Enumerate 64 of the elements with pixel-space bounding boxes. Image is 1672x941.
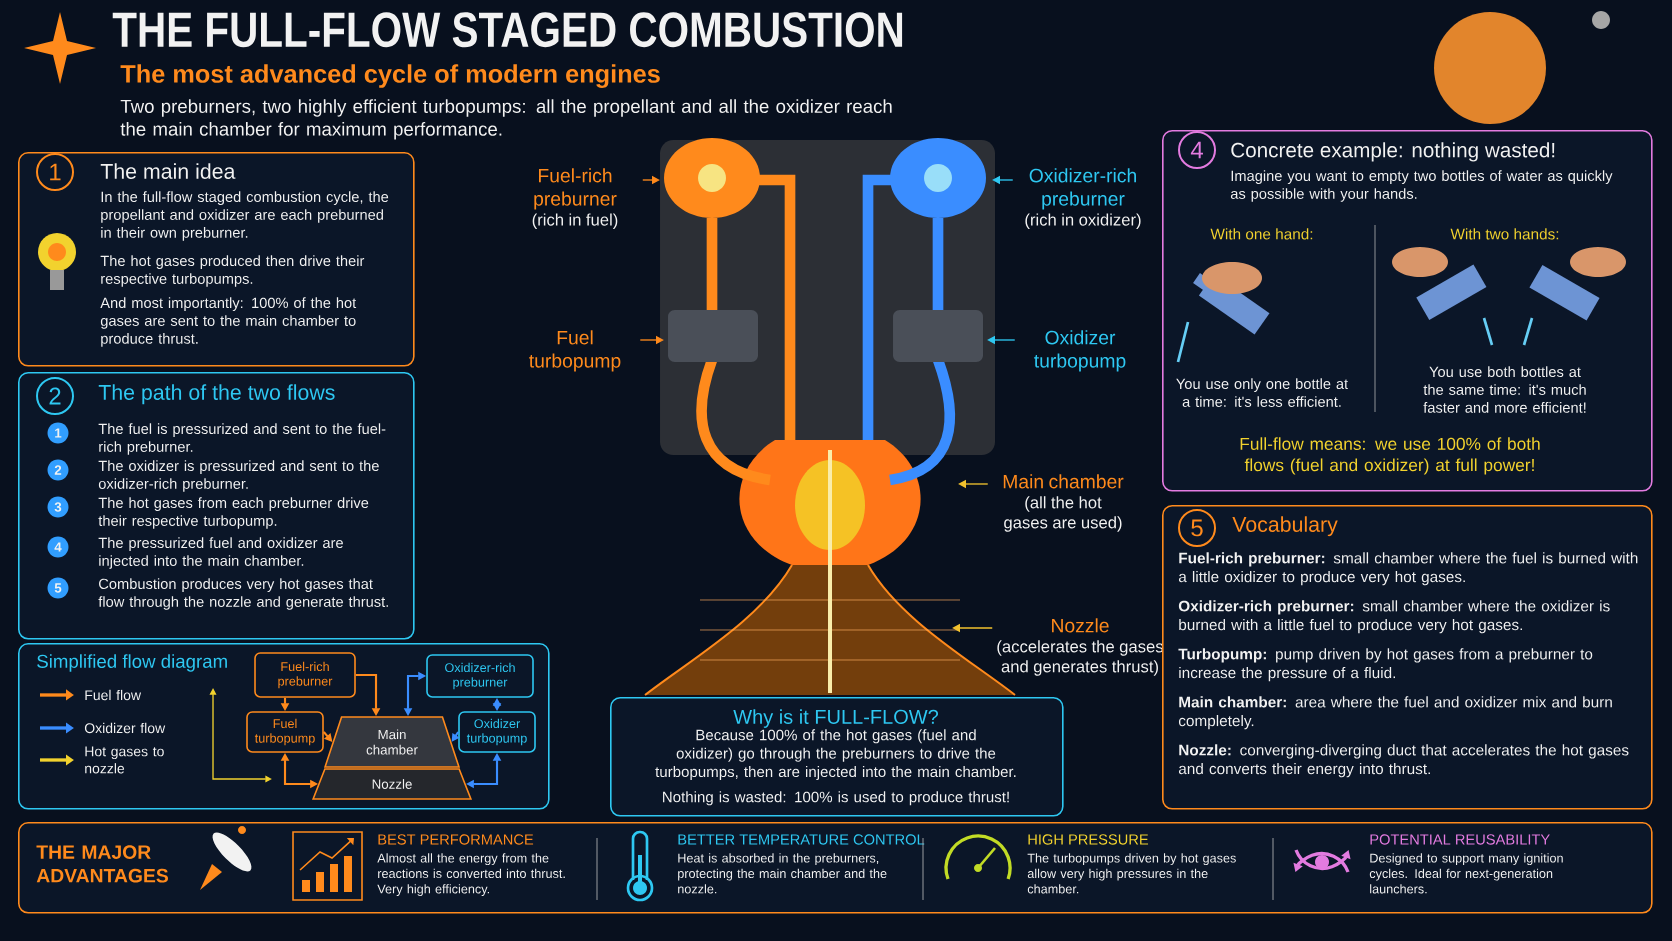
caption-text: You use both bottles at the same time: it's much faster and more efficient! xyxy=(1423,366,1586,413)
info-panel xyxy=(610,697,1064,817)
advantage-heading: BETTER TEMPERATURE CONTROL xyxy=(678,834,925,845)
body-text: Imagine you want to empty two bottles of water as quickly as possible with your hands. xyxy=(1230,170,1613,202)
step-text: The oxidizer is pressurized and sent to the oxidizer-rich preburner. xyxy=(98,460,379,492)
panel-heading: The path of the two flows xyxy=(98,384,335,405)
panel-heading: Concrete example: nothing wasted! xyxy=(1231,142,1555,162)
info-panel xyxy=(18,372,415,640)
advantage-text: Designed to support many ignition cycles. Ideal for next-generation launchers. xyxy=(1369,853,1563,894)
step-number: 2 xyxy=(47,459,69,481)
panel-heading: Why is it FULL-FLOW? xyxy=(733,709,939,728)
advantage-text: The turbopumps driven by hot gases allow very high pressures in the chamber. xyxy=(1027,853,1236,894)
info-panel xyxy=(1162,130,1653,492)
callout-label: Fuel-rich preburner (rich in fuel) xyxy=(532,168,618,229)
panel-heading: Simplified flow diagram xyxy=(37,654,227,672)
definition-text: Fuel-rich preburner: small chamber where the fuel is burned with a little oxidizer to produce very hot gases. xyxy=(1178,552,1638,586)
advantage-heading: BEST PERFORMANCE xyxy=(378,834,534,845)
body-text: In the full-flow staged combustion cycle, the propellant and oxidizer are each preburned in their own preburner. xyxy=(101,191,389,241)
advantages-bar xyxy=(18,822,1653,914)
step-text: Combustion produces very hot gases that flow through the nozzle and generate thrust. xyxy=(98,578,388,610)
panel-heading: The main idea xyxy=(100,163,236,179)
step-number: 5 xyxy=(47,577,69,599)
definition-text: Main chamber: area where the fuel and oxidizer mix and burn completely. xyxy=(1178,696,1612,730)
legend-text: Fuel flow xyxy=(85,689,142,701)
panel-heading: Vocabulary xyxy=(1232,516,1338,537)
definition-text: Oxidizer-rich preburner: small chamber where the oxidizer is burned with a little fuel to produce very hot gases. xyxy=(1178,600,1610,634)
callout-label: Nozzle (accelerates the gases and generates thrust) xyxy=(997,618,1164,676)
step-number: 4 xyxy=(47,536,69,558)
step-number: 3 xyxy=(47,496,69,518)
step-text: The pressurized fuel and oxidizer are injected into the main chamber. xyxy=(98,537,343,569)
definition-text: Turbopump: pump driven by hot gases from a preburner to increase the pressure of a fluid. xyxy=(1178,648,1593,682)
legend-text: Hot gases to nozzle xyxy=(85,746,164,774)
info-panel xyxy=(18,152,415,367)
advantage-heading: POTENTIAL REUSABILITY xyxy=(1370,834,1550,845)
legend-text: Oxidizer flow xyxy=(84,722,166,734)
column-heading: With two hands: xyxy=(1450,228,1559,240)
column-heading: With one hand: xyxy=(1210,228,1313,240)
advantage-heading: HIGH PRESSURE xyxy=(1028,834,1149,845)
step-text: The hot gases from each preburner drive their respective turbopump. xyxy=(98,497,369,529)
body-text: Because 100% of the hot gases (fuel and oxidizer) go through the preburners to drive the turbopumps, then are injected into the main chamber. xyxy=(655,729,1016,781)
callout-label: Oxidizer turbopump xyxy=(1034,330,1126,372)
title: THE FULL-FLOW STAGED COMBUSTION xyxy=(112,12,903,48)
body-text: And most importantly: 100% of the hot gases are sent to the main chamber to produce thrust. xyxy=(100,297,357,347)
definition-text: Nozzle: converging-diverging duct that accelerates the hot gases and converts their energy into thrust. xyxy=(1178,744,1629,778)
intro-text: Two preburners, two highly efficient turbopumps: all the propellant and all the oxidizer reach the main chamber for maximum performance. xyxy=(120,99,892,140)
subtitle: The most advanced cycle of modern engines xyxy=(120,64,660,88)
advantage-text: Heat is absorbed in the preburners, protecting the main chamber and the nozzle. xyxy=(678,853,887,894)
callout-label: Fuel turbopump xyxy=(529,330,621,372)
flow-box: Oxidizer turbopump xyxy=(458,711,536,753)
callout-label: Main chamber (all the hot gases are used) xyxy=(1003,474,1124,532)
advantage-text: Almost all the energy from the reactions is converted into thrust. Very high efficiency. xyxy=(377,853,565,896)
body-text: The hot gases produced then drive their respective turbopumps. xyxy=(100,255,365,287)
flow-box: Oxidizer-rich preburner xyxy=(426,654,534,698)
flow-box: Fuel-rich preburner xyxy=(254,652,356,698)
caption-text: You use only one bottle at a time: it's less efficient. xyxy=(1176,378,1349,407)
step-text: The fuel is pressurized and sent to the fuel-rich preburner. xyxy=(98,423,386,455)
callout-label: Oxidizer-rich preburner (rich in oxidizer) xyxy=(1025,168,1141,229)
step-number: 1 xyxy=(47,422,69,444)
flow-box: Fuel turbopump xyxy=(246,711,324,753)
info-panel xyxy=(1162,505,1653,810)
bar-heading: THE MAJOR ADVANTAGES xyxy=(36,845,168,883)
conclusion-text: Full-flow means: we use 100% of both flows (fuel and oxidizer) at full power! xyxy=(1240,437,1540,475)
body-text: Nothing is wasted: 100% is used to produce thrust! xyxy=(663,791,1009,806)
arrow xyxy=(451,731,460,742)
